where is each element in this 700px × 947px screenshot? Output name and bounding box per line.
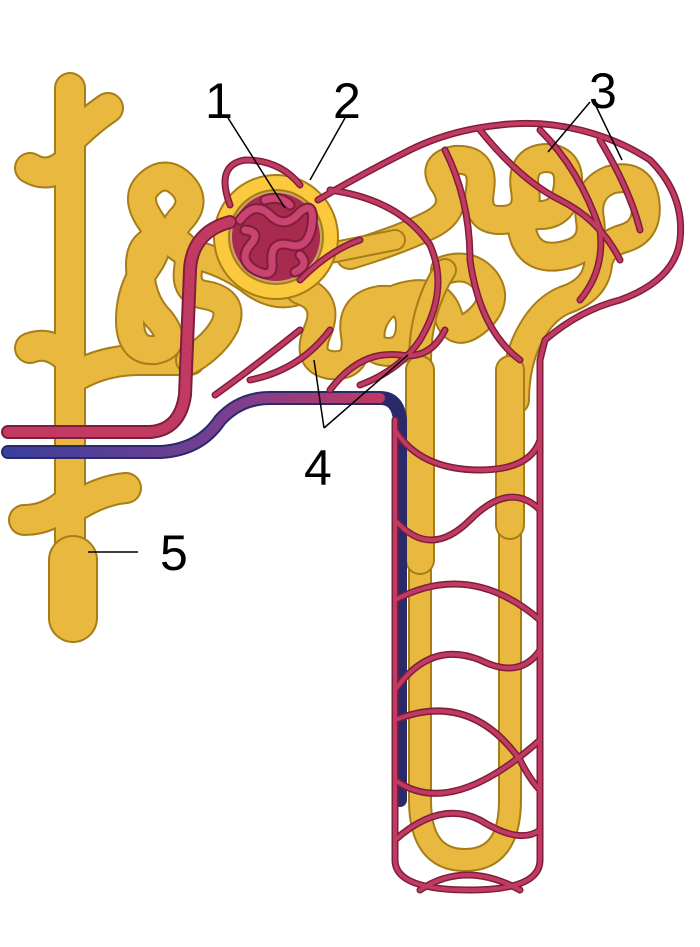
glomerulus (232, 192, 320, 281)
leader-3a (547, 101, 591, 153)
leader-3b (593, 101, 623, 161)
leader-lines (88, 101, 623, 553)
label-1: 1 (205, 73, 233, 129)
leader-4b (323, 354, 409, 429)
arteriole-and-venule (1, 215, 407, 807)
label-2: 2 (333, 73, 361, 129)
label-5: 5 (160, 525, 188, 581)
collecting-duct (8, 72, 206, 643)
label-4: 4 (304, 440, 332, 496)
leader-1 (227, 117, 286, 209)
leader-4a (313, 359, 325, 429)
peritubular-capillaries (211, 119, 685, 894)
label-3: 3 (589, 63, 617, 119)
leader-2 (309, 117, 346, 181)
proximal-convoluted-tubule (285, 252, 507, 381)
labels: 1 2 3 4 5 (160, 63, 617, 581)
